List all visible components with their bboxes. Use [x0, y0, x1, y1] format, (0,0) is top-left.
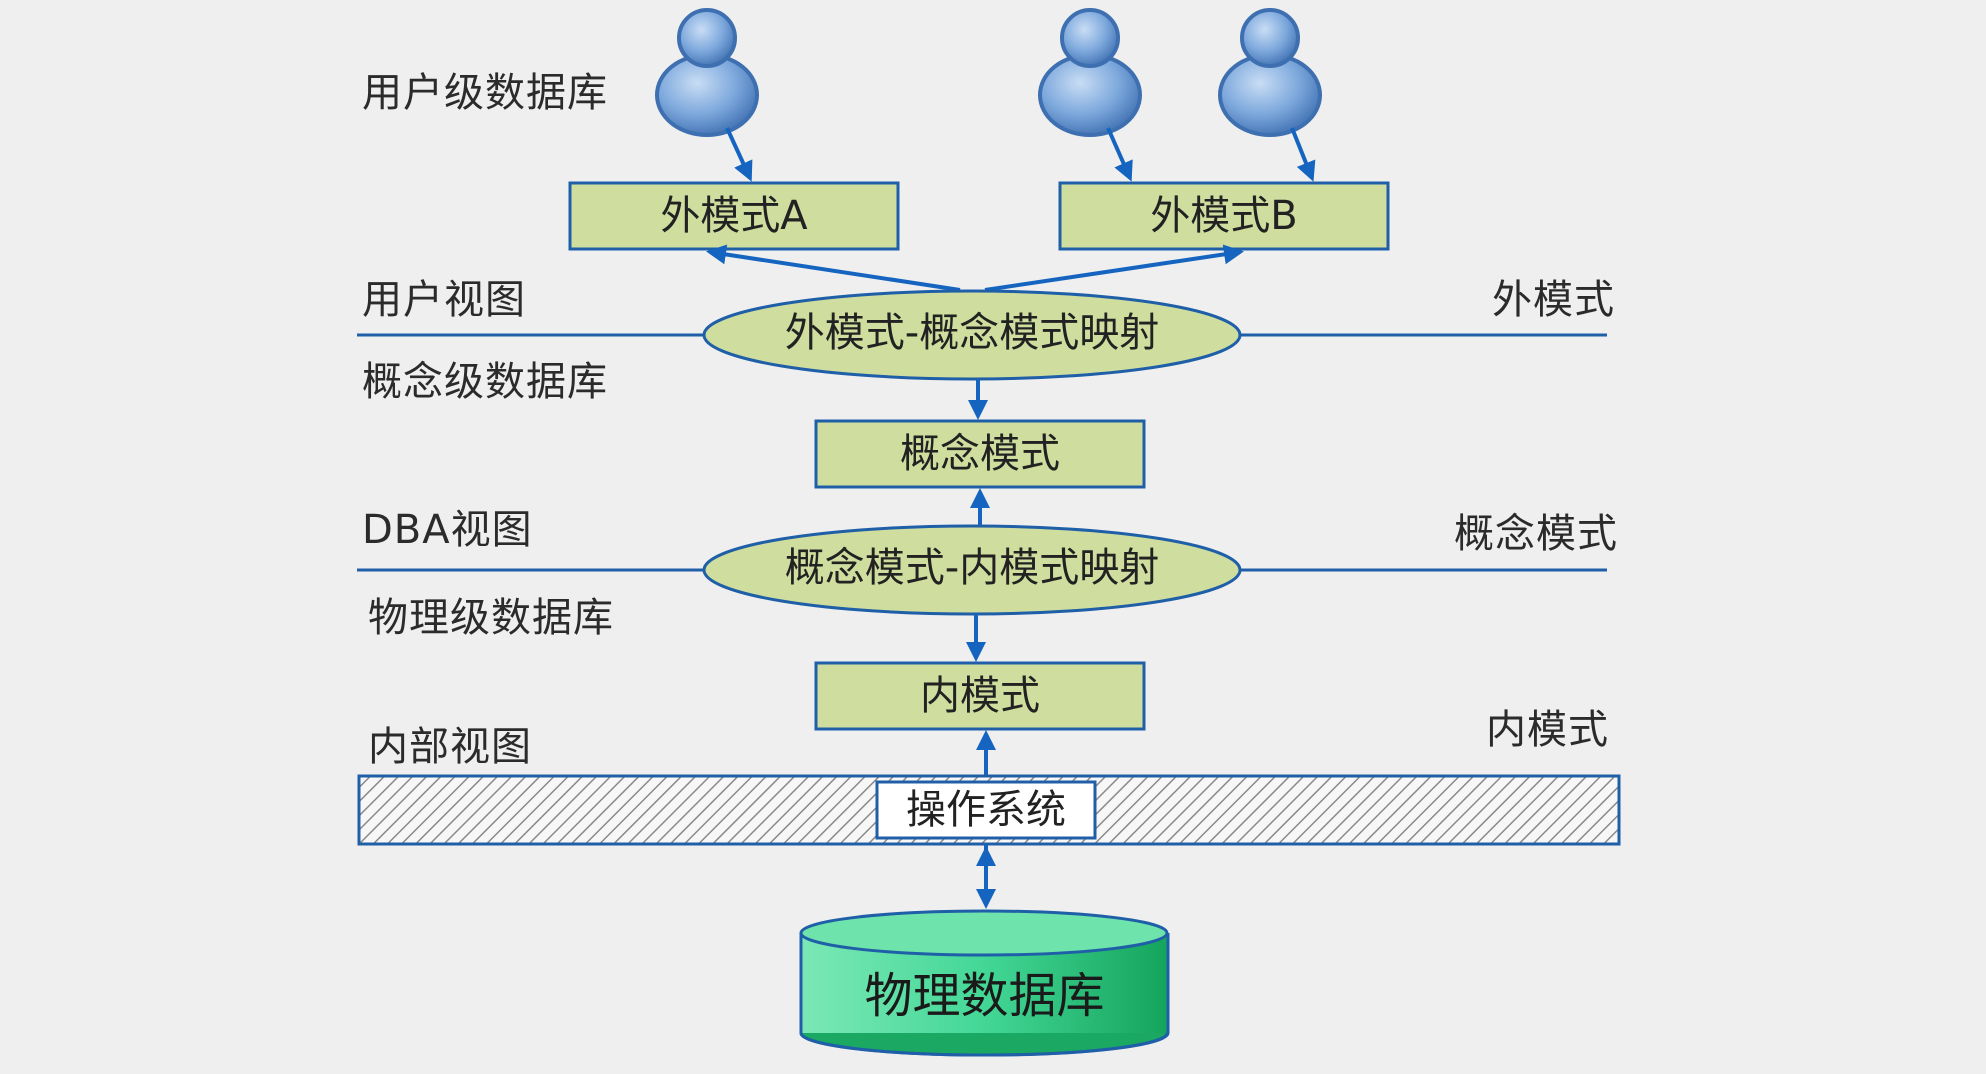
external-schema-a-box [568, 181, 900, 251]
os-label: 操作系统 [906, 787, 1066, 833]
arrow-user-b2 [1290, 127, 1316, 182]
internal-schema-box [814, 661, 1146, 731]
arrow-map-to-b [984, 244, 1244, 292]
physical-database-label: 物理数据库 [864, 968, 1105, 1024]
external-schema-b-label: 外模式B [1150, 193, 1298, 239]
conceptual-schema-box [814, 419, 1146, 489]
label-right-external-schema: 外模式 [1492, 277, 1615, 323]
user-icon-b1 [1038, 8, 1142, 137]
arrow-user-a [725, 127, 753, 182]
label-concept-level-db: 概念级数据库 [362, 359, 608, 405]
label-user-view: 用户视图 [362, 277, 526, 323]
conceptual-internal-mapping-label: 概念模式-内模式映射 [784, 545, 1160, 591]
external-conceptual-mapping-label: 外模式-概念模式映射 [784, 310, 1160, 356]
arrow-map-to-a [706, 244, 961, 292]
user-icon-a [655, 8, 759, 137]
conceptual-internal-mapping-ellipse [702, 524, 1242, 616]
label-physical-level-db: 物理级数据库 [368, 595, 614, 641]
conceptual-schema-label: 概念模式 [900, 431, 1060, 477]
label-dba-view: DBA视图 [362, 507, 533, 553]
arrow-user-b1 [1106, 127, 1133, 182]
label-internal-view: 内部视图 [368, 724, 532, 770]
os-box [875, 780, 1097, 840]
label-right-internal-schema: 内模式 [1486, 707, 1609, 753]
label-user-level-db: 用户级数据库 [362, 70, 608, 116]
external-conceptual-mapping-ellipse [702, 289, 1242, 381]
external-schema-a-label: 外模式A [660, 193, 808, 239]
physical-database-cylinder [799, 909, 1170, 1057]
user-icon-b2 [1218, 8, 1322, 137]
internal-schema-label: 内模式 [920, 673, 1040, 719]
label-right-conceptual-schema: 概念模式 [1454, 511, 1618, 557]
